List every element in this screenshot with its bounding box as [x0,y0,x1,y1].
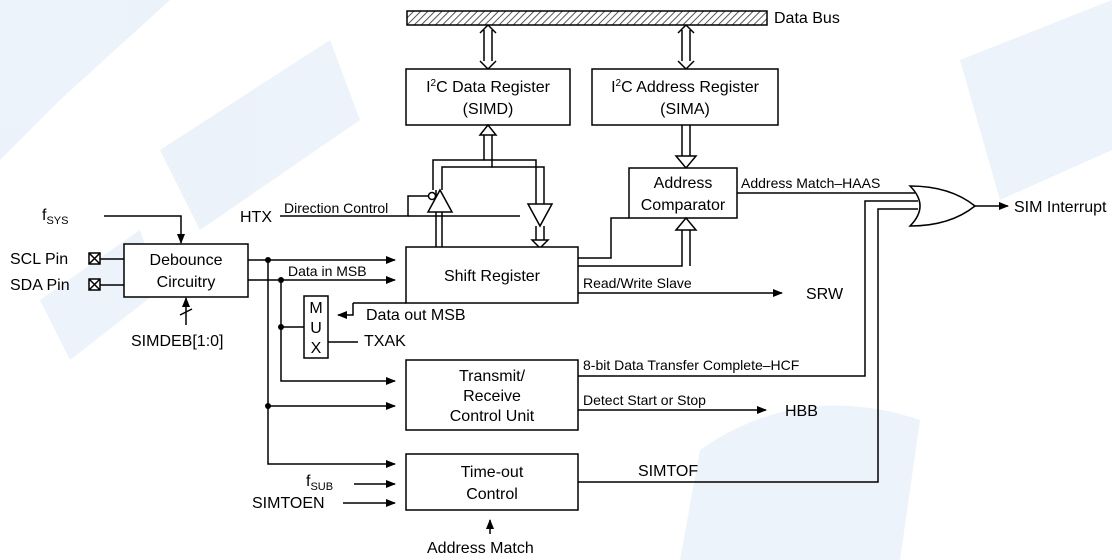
fsys-input: fSYS [42,207,185,244]
htx-direction-control: HTX Direction Control [240,191,520,226]
srw-path: Read/Write Slave SRW [578,275,844,303]
sima-to-comparator-arrow [674,125,698,170]
fsys-label: fSYS [42,207,68,227]
detect-start-stop-label: Detect Start or Stop [583,392,706,408]
timeout-control-block: Time-out Control [267,406,579,511]
sda-pin-label: SDA Pin [10,277,70,294]
data-bus: Data Bus [406,10,840,27]
mux-letter-u: U [310,320,322,337]
simdeb-input: SIMDEB[1:0] [131,297,223,350]
timeout-line2: Control [466,486,518,503]
shift-to-comparator-path [578,216,698,267]
bus-double-arrow-sima [677,24,695,70]
simtoen-label: SIMTOEN [252,495,325,512]
data-bus-label: Data Bus [774,10,840,27]
haas-path: Address Match–HAAS [737,175,915,194]
address-match-input: Address Match [427,519,534,557]
timeout-line1: Time-out [461,464,524,481]
bus-double-arrow-simd [479,24,497,70]
i2c-address-register-name: (SIMA) [660,101,710,118]
i2c-data-register-block: I2C Data Register (SIMD) [405,68,571,126]
data-in-msb-label: Data in MSB [288,263,367,279]
direction-control-label: Direction Control [284,200,388,216]
srw-label: SRW [806,286,844,303]
hbb-label: HBB [785,403,818,420]
address-match-label: Address Match [427,540,534,557]
address-comparator-line1: Address [654,175,713,192]
address-match-haas-label: Address Match–HAAS [741,175,880,191]
transmit-receive-line2: Receive [463,388,521,405]
transmit-receive-line3: Control Unit [450,408,535,425]
address-comparator-block: Address Comparator [628,167,738,219]
simtoen-input: SIMTOEN [252,495,396,512]
shift-register-block: Shift Register [405,246,579,304]
shift-register-label: Shift Register [444,268,541,285]
debounce-line2: Circuitry [157,274,216,291]
transmit-receive-block: Transmit/ Receive Control Unit [265,260,579,431]
i2c-address-register-block: I2C Address Register (SIMA) [591,68,779,126]
mux-block: M U X Data out MSB TXAK [278,280,466,359]
fsub-label: fSUB [306,473,333,493]
debounce-outputs: Data in MSB [248,256,396,284]
transmit-receive-line1: Transmit/ [459,368,526,385]
mux-letter-m: M [309,300,322,317]
read-write-slave-label: Read/Write Slave [583,275,692,291]
address-comparator-line2: Comparator [641,197,726,214]
simtof-path: SIMTOF [578,208,918,483]
sim-interrupt-label: SIM Interrupt [1014,199,1107,216]
hbb-path: Detect Start or Stop HBB [578,392,818,420]
i2c-data-register-name: (SIMD) [463,101,514,118]
simdeb-label: SIMDEB[1:0] [131,333,223,350]
hcf-path: 8-bit Data Transfer Complete–HCF [578,200,918,377]
debounce-line1: Debounce [150,252,223,269]
or-gate: SIM Interrupt [908,185,1107,227]
fsub-input: fSUB [306,473,396,493]
txak-label: TXAK [364,333,406,350]
scl-pin: SCL Pin [10,251,124,268]
scl-pin-label: SCL Pin [10,251,68,268]
sda-pin: SDA Pin [10,277,124,294]
simd-shift-register-path [426,123,554,250]
hcf-label: 8-bit Data Transfer Complete–HCF [583,357,799,373]
simtof-label: SIMTOF [638,463,698,480]
htx-label: HTX [240,209,272,226]
debounce-block: Debounce Circuitry [123,243,249,298]
i2c-data-register-title: I2C Data Register [426,78,551,96]
data-out-msb-label: Data out MSB [366,307,466,324]
mux-letter-x: X [311,340,322,357]
i2c-address-register-title: I2C Address Register [611,78,760,96]
